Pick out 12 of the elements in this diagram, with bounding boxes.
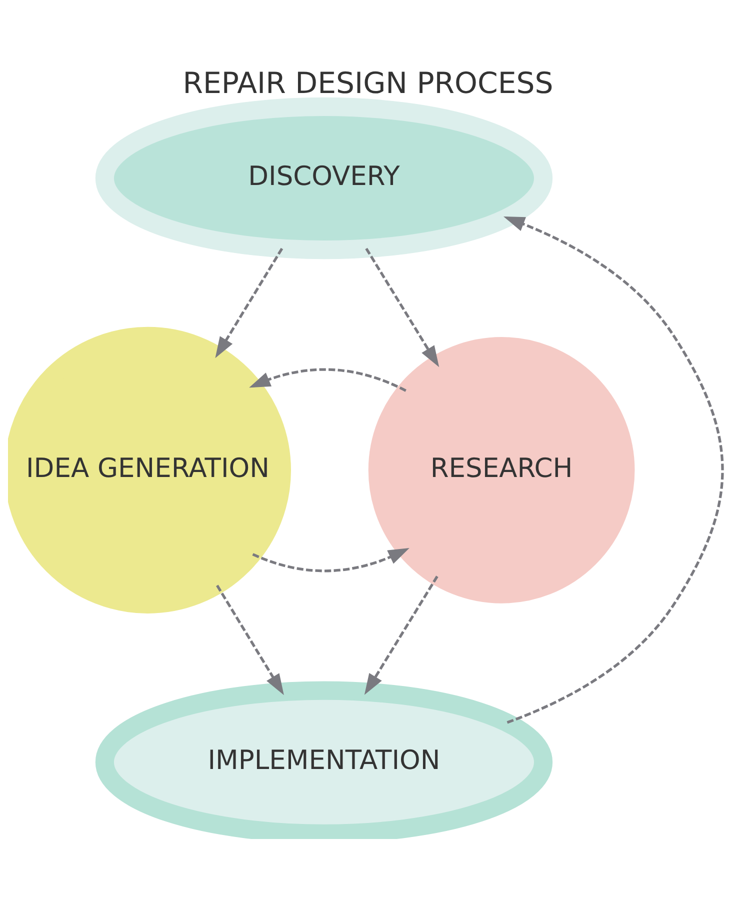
arrow	[249, 368, 406, 392]
node-ellipse: IMPLEMENTATION	[95, 680, 553, 838]
diagram-title: REPAIR DESIGN PROCESS	[182, 65, 554, 100]
arrow	[365, 247, 440, 367]
arrow	[252, 547, 410, 572]
arrow	[215, 247, 284, 358]
arrow	[364, 575, 438, 694]
arrow	[216, 584, 284, 695]
arrow	[504, 216, 724, 724]
node-circle: RESEARCH	[368, 336, 635, 603]
node-ellipse: DISCOVERY	[95, 96, 553, 259]
node-circle: IDEA GENERATION	[8, 326, 291, 613]
